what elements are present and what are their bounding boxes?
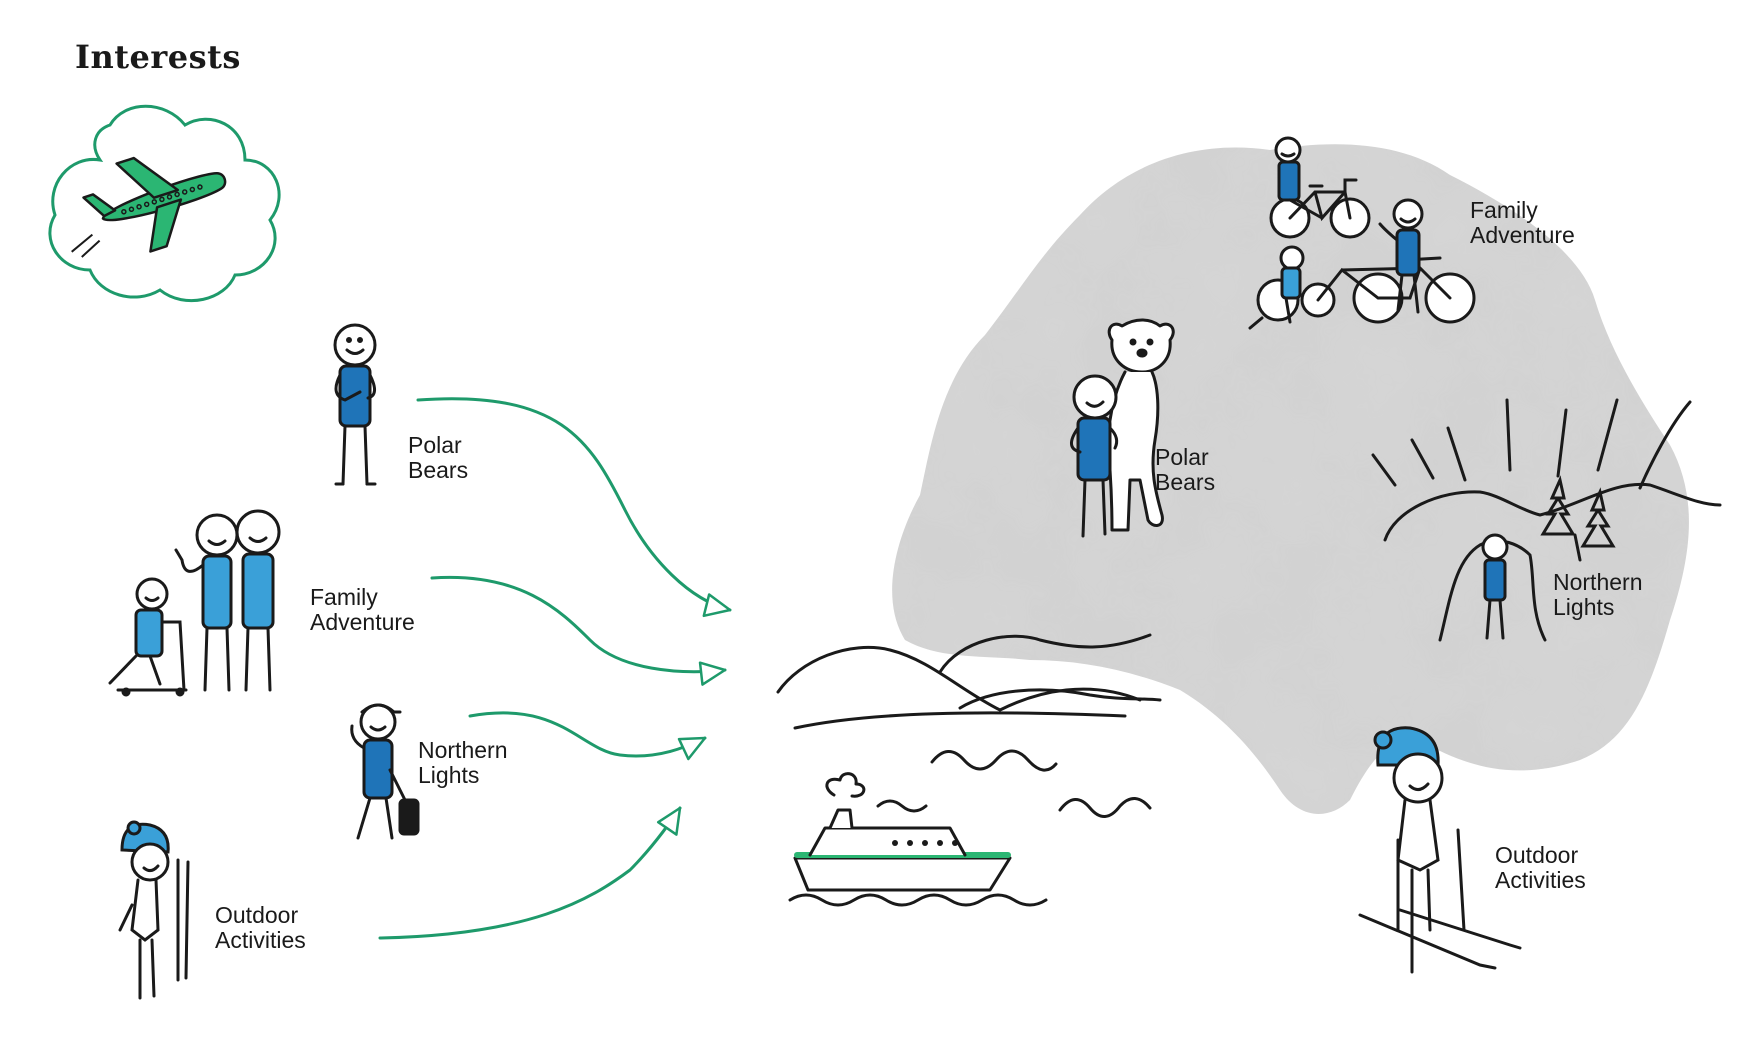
label-line1: Outdoor xyxy=(1495,842,1579,868)
label-line2: Lights xyxy=(1553,594,1615,620)
polar-bear-icon xyxy=(1106,318,1175,532)
label-left-northern-lights: Northern Lights xyxy=(418,738,507,788)
person-outdoor-activities xyxy=(118,820,190,1000)
person-family-adventure xyxy=(108,509,281,697)
label-line2: Activities xyxy=(215,927,306,953)
label-left-outdoor-activities: Outdoor Activities xyxy=(215,903,306,953)
person-polar-bears xyxy=(333,323,377,486)
label-line2: Bears xyxy=(408,457,469,483)
label-right-northern-lights: Northern Lights xyxy=(1553,570,1642,620)
arrow-polar-bears xyxy=(416,397,732,618)
mountains-icon xyxy=(776,633,1162,818)
arrow-family-adventure xyxy=(430,575,727,686)
label-line2: Activities xyxy=(1495,867,1586,893)
label-line1: Northern xyxy=(418,737,508,763)
person-with-bear xyxy=(1070,374,1119,538)
label-line1: Family xyxy=(310,584,378,610)
label-left-polar-bears: Polar Bears xyxy=(408,433,468,483)
skier-icon xyxy=(1358,726,1522,974)
airplane-icon xyxy=(71,156,227,258)
label-line2: Adventure xyxy=(1470,222,1575,248)
arrows-group xyxy=(378,397,732,940)
person-northern-lights xyxy=(350,703,420,840)
label-line1: Outdoor xyxy=(215,902,299,928)
arrow-northern-lights xyxy=(468,711,707,761)
label-right-family-adventure: Family Adventure xyxy=(1470,198,1575,248)
label-line1: Polar xyxy=(1155,444,1209,470)
label-line1: Family xyxy=(1470,197,1538,223)
label-line2: Bears xyxy=(1155,469,1216,495)
bicycle-icon xyxy=(1248,136,1476,330)
cruise-ship-icon xyxy=(788,772,1048,907)
arrow-outdoor-activities xyxy=(378,806,682,940)
label-right-outdoor-activities: Outdoor Activities xyxy=(1495,843,1586,893)
label-left-family-adventure: Family Adventure xyxy=(310,585,415,635)
label-line1: Polar xyxy=(408,432,462,458)
label-line2: Lights xyxy=(418,762,480,788)
label-line1: Northern xyxy=(1553,569,1643,595)
page-title: Interests xyxy=(75,38,241,76)
label-line2: Adventure xyxy=(310,609,415,635)
label-right-polar-bears: Polar Bears xyxy=(1155,445,1215,495)
northern-lights-scene xyxy=(1371,398,1722,642)
